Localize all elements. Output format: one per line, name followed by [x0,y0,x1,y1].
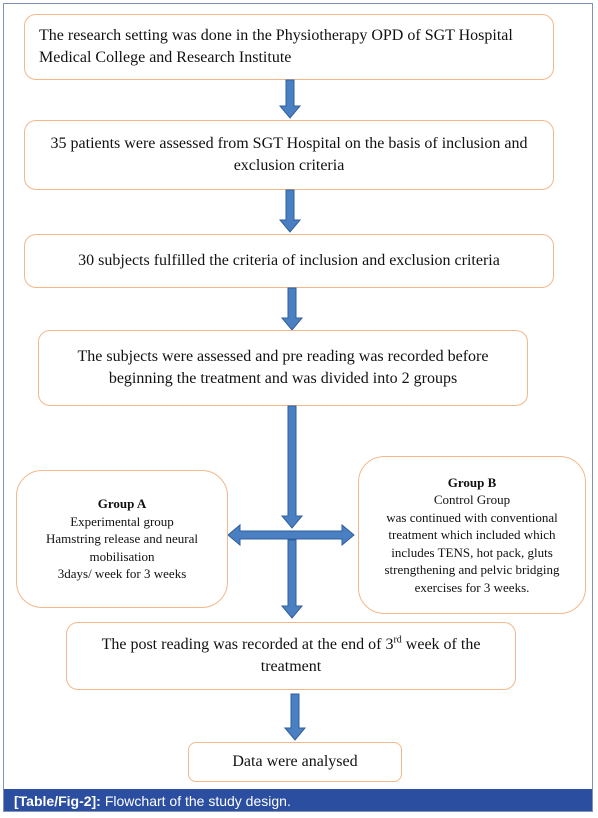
group-a-line-3: 3days/ week for 3 weeks [57,566,187,582]
flow-step-1: The research setting was done in the Phy… [24,14,554,80]
flow-step-2: 35 patients were assessed from SGT Hospi… [24,120,554,190]
arrow-down-6 [283,693,307,741]
flow-step-5-text: The post reading was recorded at the end… [87,634,495,677]
flow-step-4-text: The subjects were assessed and pre readi… [77,348,489,387]
arrow-down-2 [278,189,302,233]
arrow-down-4 [280,405,304,529]
flow-step-6-text: Data were analysed [232,753,358,771]
flow-step-3-text: 30 subjects fulfilled the criteria of in… [78,252,500,270]
figure-frame: The research setting was done in the Phy… [3,3,593,812]
group-b-line-1: Control Group [433,492,511,508]
caption-text: Flowchart of the study design. [104,793,291,809]
group-a-box: Group A Experimental group Hamstring rel… [16,470,228,608]
group-b-line-2: was continued with conventional treatmen… [384,509,560,595]
arrow-down-1 [278,79,302,119]
figure-caption: [Table/Fig-2]: Flowchart of the study de… [4,789,592,811]
group-a-line-2: Hamstring release and neural mobilisatio… [46,531,198,564]
caption-label: [Table/Fig-2]: [14,793,101,809]
arrow-down-3 [280,287,304,331]
group-b-box: Group B Control Group was continued with… [358,456,586,614]
flow-step-5-superscript: rd [393,635,402,647]
flow-step-6: Data were analysed [188,742,402,782]
group-a-line-1: Experimental group [70,513,174,529]
flow-step-5-text-end: week of the treatment [260,636,481,675]
flow-step-2-text: 35 patients were assessed from SGT Hospi… [50,135,528,174]
flow-step-4: The subjects were assessed and pre readi… [38,330,528,406]
flow-step-5: The post reading was recorded at the end… [66,622,516,690]
group-a-title: Group A [97,496,147,512]
arrow-down-5 [280,539,304,619]
arrow-split-horizontal [227,523,355,547]
flow-step-5-text-start: The post reading was recorded at the end… [101,636,394,654]
group-b-title: Group B [447,474,497,490]
flow-step-1-text: The research setting was done in the Phy… [39,27,513,66]
flow-step-3: 30 subjects fulfilled the criteria of in… [24,234,554,288]
